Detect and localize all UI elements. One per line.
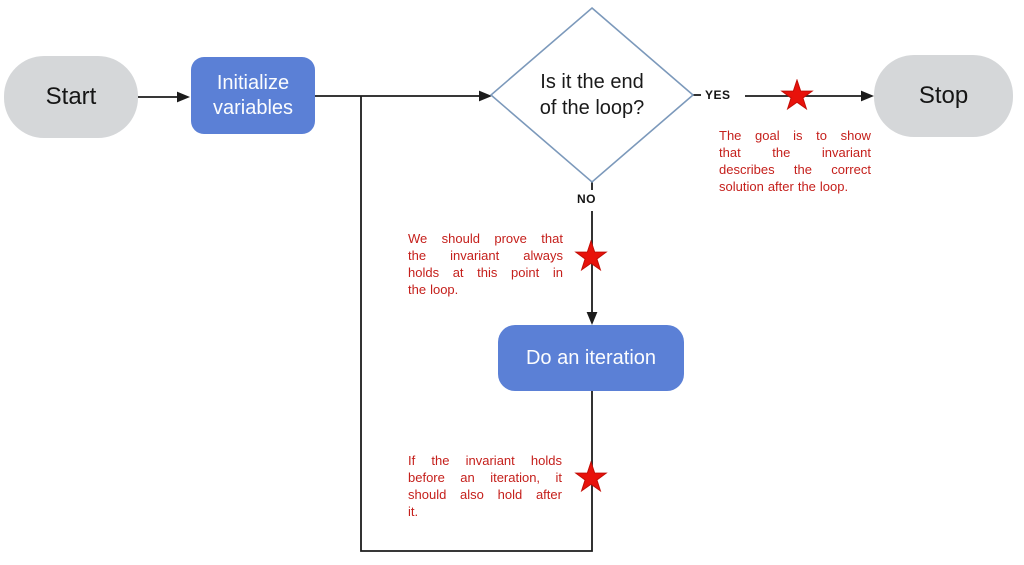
arrowhead-into-init xyxy=(177,91,190,103)
star-icon xyxy=(780,79,814,111)
decision-diamond xyxy=(489,6,695,184)
star-icon xyxy=(574,240,608,272)
node-initialize-label: Initialize variables xyxy=(212,71,294,119)
node-stop: Stop xyxy=(874,55,1013,137)
node-stop-label: Stop xyxy=(918,82,969,109)
node-initialize-variables: Initialize variables xyxy=(191,57,315,134)
edge-label-yes: YES xyxy=(705,88,731,102)
star-icon xyxy=(574,461,608,493)
node-start-label: Start xyxy=(45,83,97,110)
arrowhead-into-decision xyxy=(479,90,492,102)
arrowhead-into-stop xyxy=(861,90,874,102)
node-decision-label: Is it the end of the loop? xyxy=(539,71,645,119)
node-start: Start xyxy=(4,56,138,138)
edge-label-no: NO xyxy=(577,192,596,206)
node-do-an-iteration: Do an iteration xyxy=(498,325,684,391)
arrowhead-into-iteration xyxy=(586,312,598,325)
node-iteration-label: Do an iteration xyxy=(525,346,657,369)
arrowheads xyxy=(177,90,874,325)
